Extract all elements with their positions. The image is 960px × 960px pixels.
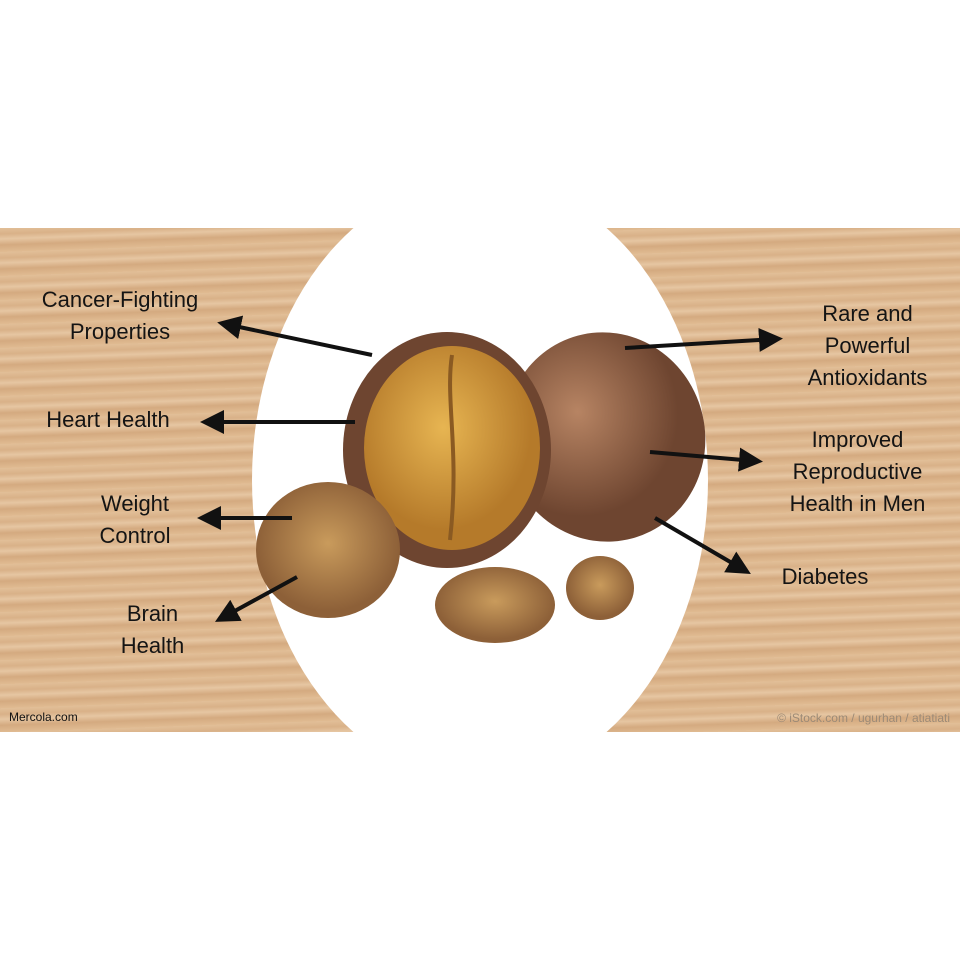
label-heart: Heart Health: [46, 407, 170, 432]
label-antioxidants: Rare and Powerful Antioxidants: [807, 301, 928, 390]
arrow-diabetes: [653, 516, 751, 575]
whole-walnut: [504, 332, 706, 542]
label-weight: Weight Control: [99, 491, 171, 548]
wood-background: [0, 228, 960, 732]
label-cancer: Cancer-Fighting Properties: [41, 287, 199, 344]
label-diabetes: Diabetes: [781, 564, 869, 589]
brand-watermark: Mercola.com: [9, 710, 78, 724]
photo-credit: © iStock.com / ugurhan / atiatiati: [777, 711, 950, 725]
arrow-cancer: [217, 315, 373, 357]
arrow-reproductive: [649, 447, 763, 472]
walnut-fragment: [566, 556, 634, 620]
walnut-half: [256, 482, 400, 618]
arrow-antioxidants: [624, 327, 783, 352]
walnut-piece: [435, 567, 555, 643]
arrow-brain: [214, 575, 298, 622]
label-reproductive: Improved Reproductive Health in Men: [789, 427, 926, 516]
label-brain: Brain Health: [120, 601, 185, 658]
walnut-illustration: [197, 228, 783, 732]
arrows: [197, 315, 783, 622]
